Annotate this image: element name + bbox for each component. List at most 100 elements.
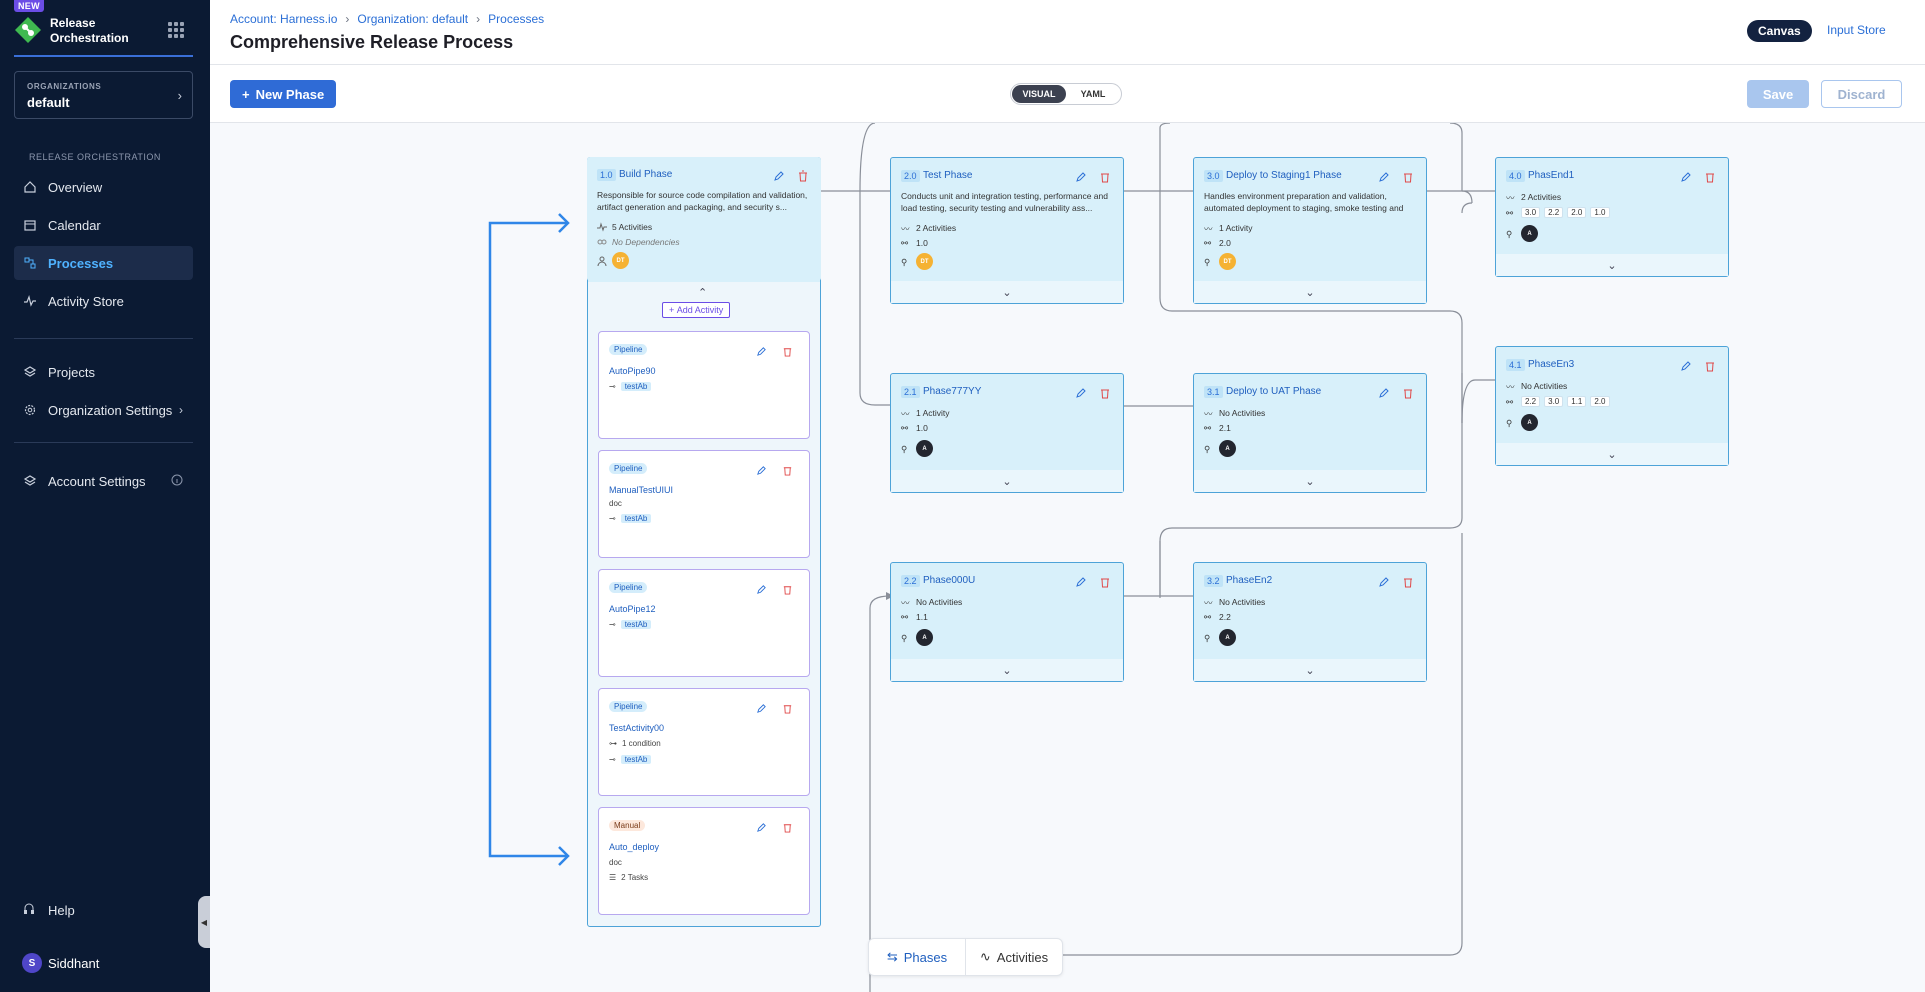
phase-card-build[interactable]: 1.0 Build Phase Responsible for source c…: [587, 157, 821, 927]
input-store-link[interactable]: Input Store: [1827, 23, 1886, 37]
phase-name[interactable]: Build Phase: [619, 169, 673, 180]
edit-icon[interactable]: [756, 344, 767, 356]
edit-icon[interactable]: [1075, 575, 1087, 587]
new-phase-button[interactable]: + New Phase: [230, 80, 337, 108]
edit-icon[interactable]: [773, 169, 785, 181]
expand-chevron-icon[interactable]: ⌄: [891, 281, 1123, 303]
breadcrumb-organization[interactable]: Organization: default: [357, 12, 469, 26]
dependencies-label: 1.0: [916, 238, 928, 248]
account-settings-icon: [22, 473, 38, 489]
edit-icon[interactable]: [1075, 170, 1087, 182]
phase-card-test[interactable]: 2.0 Test Phase Conducts unit and integra…: [890, 157, 1124, 304]
phase-card-deploy-staging[interactable]: 3.0 Deploy to Staging1 Phase Handles env…: [1193, 157, 1427, 304]
edit-icon[interactable]: [1680, 170, 1692, 182]
activity-card[interactable]: Pipeline TestActivity00 ⊶1 condition ⊸te…: [598, 688, 810, 796]
user-profile[interactable]: S Siddhant: [22, 953, 99, 973]
delete-icon[interactable]: [782, 344, 793, 357]
phase-name[interactable]: Deploy to Staging1 Phase: [1226, 170, 1342, 181]
edit-icon[interactable]: [1075, 386, 1087, 398]
phase-name[interactable]: PhaseEn3: [1528, 359, 1575, 370]
phase-card-phase000u[interactable]: 2.2 Phase000U 〰No Activities ⚯1.1 ⚲A ⌄: [890, 562, 1124, 682]
canvas-button[interactable]: Canvas: [1747, 20, 1812, 42]
delete-icon[interactable]: [1402, 575, 1414, 588]
phase-name[interactable]: PhasEnd1: [1528, 170, 1575, 181]
discard-button[interactable]: Discard: [1821, 80, 1902, 108]
yaml-toggle[interactable]: YAML: [1080, 89, 1106, 99]
edit-icon[interactable]: [1378, 575, 1390, 587]
visual-toggle[interactable]: VISUAL: [1012, 85, 1066, 103]
activity-name[interactable]: Auto_deploy: [609, 842, 660, 852]
collapse-caret-icon[interactable]: ⌃: [698, 287, 708, 299]
phase-connectors: [488, 123, 1503, 992]
expand-chevron-icon[interactable]: ⌄: [1496, 254, 1728, 276]
delete-icon[interactable]: [1099, 170, 1111, 183]
sidebar-item-activity-store[interactable]: Activity Store: [14, 284, 193, 318]
delete-icon[interactable]: [1704, 359, 1716, 372]
activity-card[interactable]: Pipeline ManualTestUIUI doc ⊸testAb: [598, 450, 810, 558]
delete-icon[interactable]: [1402, 170, 1414, 183]
phase-name[interactable]: PhaseEn2: [1226, 575, 1273, 586]
sidebar-item-projects[interactable]: Projects: [14, 355, 193, 389]
collapse-sidebar-button[interactable]: ◀: [198, 896, 210, 948]
dependency-icon: ⚯: [1506, 207, 1514, 218]
user-icon: ⚲: [1506, 417, 1513, 428]
activities-count: 〰1 Activity: [901, 408, 950, 419]
edit-icon[interactable]: [1378, 170, 1390, 182]
breadcrumb-account[interactable]: Account: Harness.io: [230, 12, 338, 26]
activity-card[interactable]: Manual Auto_deploy doc ☰2 Tasks: [598, 807, 810, 915]
expand-chevron-icon[interactable]: ⌄: [1194, 281, 1426, 303]
edit-icon[interactable]: [1680, 359, 1692, 371]
expand-chevron-icon[interactable]: ⌄: [891, 470, 1123, 492]
phase-name[interactable]: Test Phase: [923, 170, 973, 181]
activity-name[interactable]: AutoPipe12: [609, 604, 656, 614]
phase-card-phaseen2[interactable]: 3.2 PhaseEn2 〰No Activities ⚯2.2 ⚲A ⌄: [1193, 562, 1427, 682]
activity-card[interactable]: Pipeline AutoPipe90 ⊸testAb: [598, 331, 810, 439]
delete-icon[interactable]: [1099, 575, 1111, 588]
dependency-icon: ⚯: [1204, 238, 1212, 248]
sidebar-item-account-settings[interactable]: Account Settings: [14, 464, 193, 498]
add-activity-button[interactable]: + Add Activity: [662, 302, 731, 318]
activity-card[interactable]: Pipeline AutoPipe12 ⊸testAb: [598, 569, 810, 677]
organization-selector[interactable]: ORGANIZATIONS default ›: [14, 71, 193, 119]
activity-name[interactable]: TestActivity00: [609, 723, 665, 733]
process-canvas[interactable]: 1.0 Build Phase Responsible for source c…: [210, 123, 1925, 992]
info-icon[interactable]: [171, 474, 183, 489]
phase-name[interactable]: Phase777YY: [923, 386, 982, 397]
edit-icon[interactable]: [756, 582, 767, 594]
delete-icon[interactable]: [1402, 386, 1414, 399]
sidebar-item-organization-settings[interactable]: Organization Settings ›: [14, 393, 193, 427]
expand-chevron-icon[interactable]: ⌄: [1496, 443, 1728, 465]
phase-card-deploy-uat[interactable]: 3.1 Deploy to UAT Phase 〰No Activities ⚯…: [1193, 373, 1427, 493]
activity-name[interactable]: ManualTestUIUI: [609, 485, 674, 495]
delete-icon[interactable]: [782, 463, 793, 476]
activity-name[interactable]: AutoPipe90: [609, 366, 656, 376]
expand-chevron-icon[interactable]: ⌄: [891, 659, 1123, 681]
app-switcher-icon[interactable]: [168, 22, 184, 38]
tab-phases[interactable]: ⇆Phases: [869, 939, 965, 975]
delete-icon[interactable]: [1099, 386, 1111, 399]
save-button[interactable]: Save: [1747, 80, 1809, 108]
breadcrumb-processes[interactable]: Processes: [488, 12, 545, 26]
delete-icon[interactable]: [782, 820, 793, 833]
phase-card-phase777yy[interactable]: 2.1 Phase777YY 〰1 Activity ⚯1.0 ⚲A ⌄: [890, 373, 1124, 493]
delete-icon[interactable]: [1704, 170, 1716, 183]
delete-icon[interactable]: [782, 701, 793, 714]
sidebar-item-processes[interactable]: Processes: [14, 246, 193, 280]
edit-icon[interactable]: [1378, 386, 1390, 398]
tab-activities[interactable]: ∿Activities: [966, 939, 1062, 975]
phase-name[interactable]: Phase000U: [923, 575, 976, 586]
help-link[interactable]: Help: [14, 902, 75, 919]
phase-name[interactable]: Deploy to UAT Phase: [1226, 386, 1322, 397]
expand-chevron-icon[interactable]: ⌄: [1194, 470, 1426, 492]
brand[interactable]: NEW Release Orchestration: [14, 0, 194, 56]
edit-icon[interactable]: [756, 701, 767, 713]
edit-icon[interactable]: [756, 463, 767, 475]
delete-icon[interactable]: [782, 582, 793, 595]
sidebar-item-overview[interactable]: Overview: [14, 170, 193, 204]
edit-icon[interactable]: [756, 820, 767, 832]
sidebar-item-calendar[interactable]: Calendar: [14, 208, 193, 242]
expand-chevron-icon[interactable]: ⌄: [1194, 659, 1426, 681]
delete-icon[interactable]: [797, 169, 809, 182]
